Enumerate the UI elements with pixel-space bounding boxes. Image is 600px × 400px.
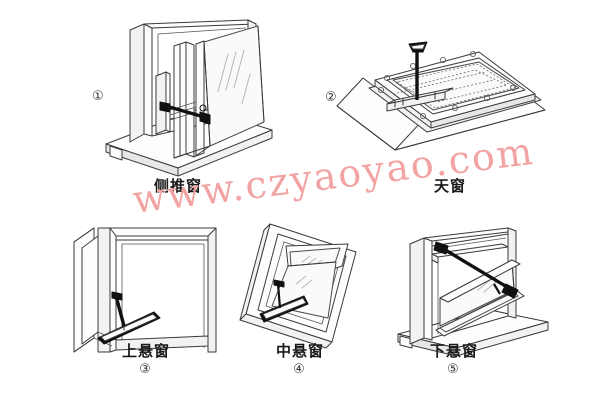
side-sliding-window-drawing [105,19,273,177]
figure-bottom-hung-window [396,226,551,357]
figure-center-pivot-window [236,222,371,357]
figure-number-4: ④ [293,362,305,377]
figure-number-1: ① [92,89,104,104]
figure-number-2: ② [325,90,337,105]
skylight-window-drawing [336,41,546,151]
figure-top-hung-window [72,226,222,356]
center-pivot-window-drawing [239,223,357,349]
figure-number-5: ⑤ [447,362,459,377]
figure-caption-1: 侧推窗 [153,177,202,195]
figure-number-3: ③ [139,362,151,377]
figure-skylight-window [335,22,550,172]
figure-side-sliding-window [100,18,275,178]
figure-caption-4: 中悬窗 [275,342,324,360]
top-hung-window-drawing [73,227,217,353]
figure-caption-3: 上悬窗 [121,342,170,360]
figure-caption-5: 下悬窗 [429,342,478,360]
bottom-hung-window-drawing [397,227,549,357]
figure-caption-2: 天窗 [433,177,466,195]
